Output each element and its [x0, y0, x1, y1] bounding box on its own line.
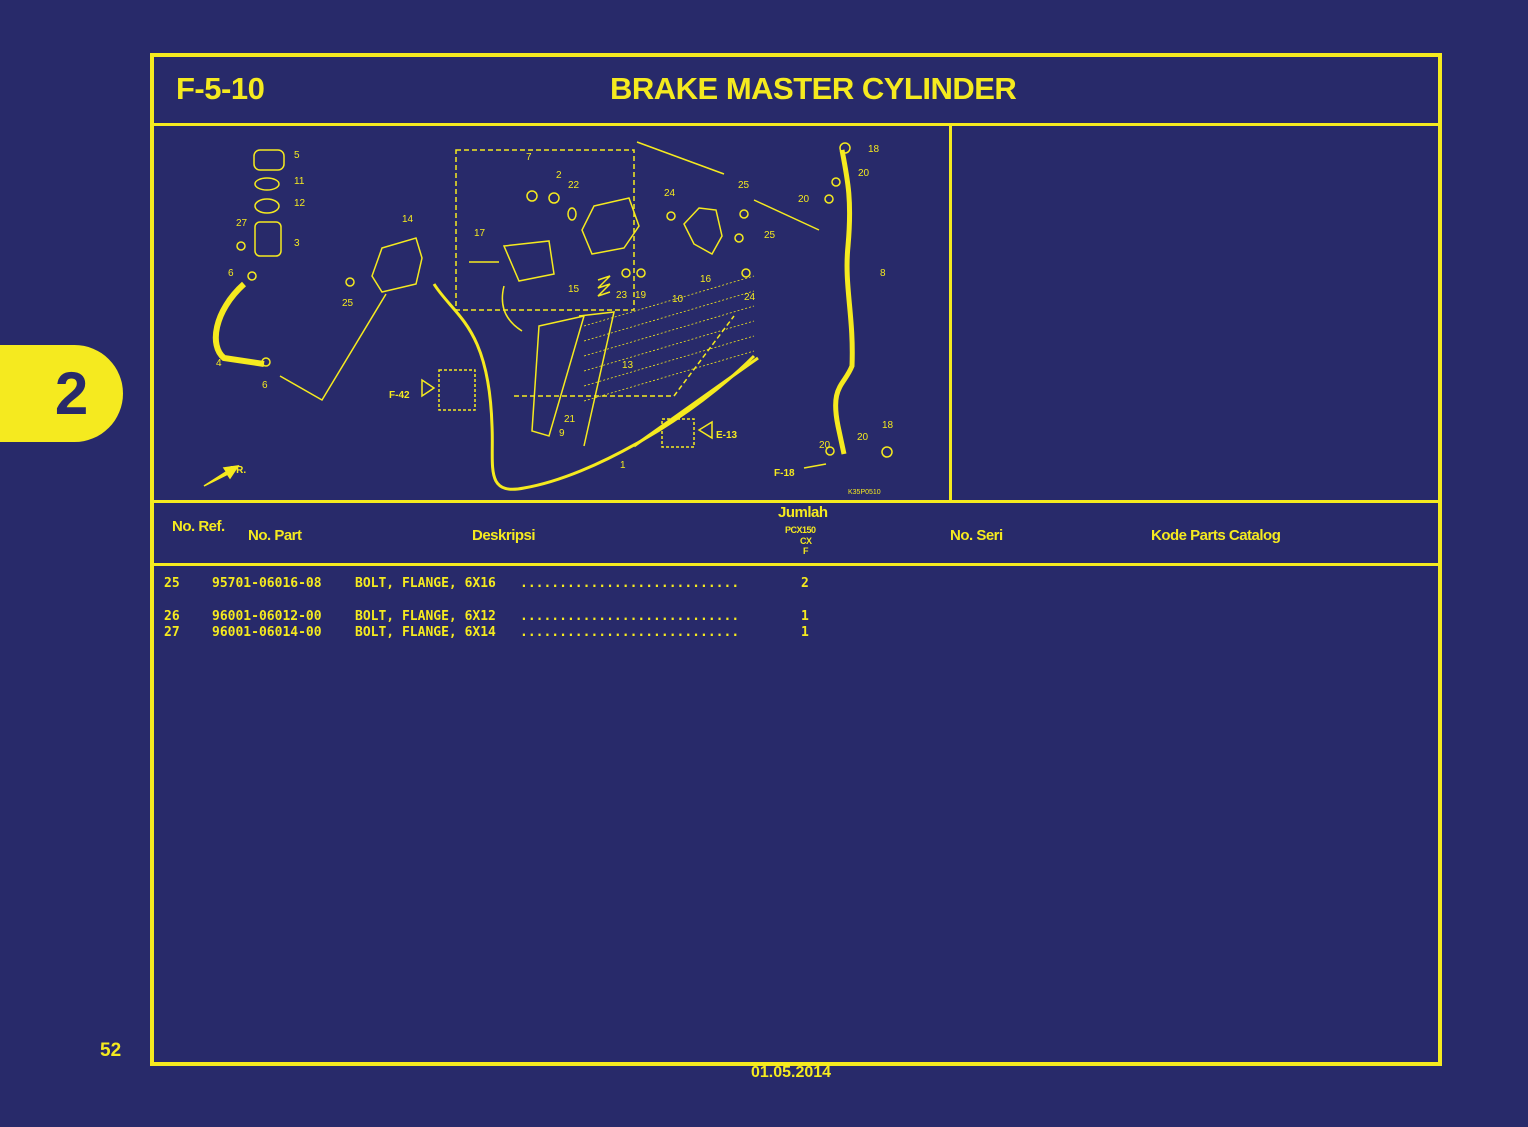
- part-callout-label: 14: [402, 214, 414, 225]
- bracket-part: [683, 207, 723, 256]
- row-description: BOLT, FLANGE, 6X16: [355, 576, 496, 591]
- part-callout-label: 21: [564, 414, 576, 425]
- diagram-bottom-divider: [154, 500, 1438, 503]
- brake-hose-part: [833, 149, 855, 455]
- header-part: No. Part: [248, 527, 302, 544]
- part-callout-label: 27: [236, 218, 248, 229]
- row-description: BOLT, FLANGE, 6X14: [355, 625, 496, 640]
- section-tab: 2: [0, 345, 123, 442]
- reservoir-hose-part: [212, 281, 265, 367]
- publish-date: 01.05.2014: [751, 1064, 832, 1081]
- diagram-divider: [949, 123, 952, 503]
- brake-cable-part: [432, 283, 756, 491]
- piston-part: [531, 314, 586, 437]
- header-serial: No. Seri: [950, 527, 1003, 544]
- part-callout-label: 20: [798, 194, 810, 205]
- part-callout-label: 11: [294, 176, 305, 187]
- row-part-number: 96001-06014-00: [212, 625, 322, 640]
- row-leader-dots: ............................: [520, 576, 740, 591]
- row-quantity: 1: [801, 625, 809, 640]
- part-callout-label: 16: [700, 274, 712, 285]
- header-quantity-sub1: CX: [800, 536, 812, 546]
- dashed-group: [455, 149, 635, 311]
- master-cylinder-part: [581, 197, 640, 255]
- ref-f42: F-42: [389, 390, 410, 401]
- row-quantity: 2: [801, 576, 809, 591]
- exploded-parts-diagram: 5111227364625141772222425201820251624152…: [203, 141, 894, 496]
- part-callout-label: 24: [744, 292, 756, 303]
- diaphragm-part: [254, 177, 280, 191]
- part-callout-label: 20: [858, 168, 870, 179]
- small-bolt-part: [236, 241, 246, 251]
- part-callout-label: 5: [294, 150, 300, 161]
- part-callout-label: 20: [819, 440, 831, 451]
- part-callout-label: 25: [764, 230, 776, 241]
- part-callout-label: 20: [857, 432, 869, 443]
- part-callout-label: 19: [635, 290, 647, 301]
- row-quantity: 1: [801, 609, 809, 624]
- part-callout-label: 2: [556, 170, 562, 181]
- header-quantity: Jumlah: [778, 504, 828, 521]
- part-callout-label: 25: [342, 298, 354, 309]
- ref-e13: E-13: [716, 430, 738, 441]
- header-catalog: Kode Parts Catalog: [1151, 527, 1281, 544]
- header-quantity-model: PCX150: [785, 525, 816, 535]
- part-callout-label: 13: [622, 360, 634, 371]
- diagram-image-code: K35P0510: [848, 489, 881, 496]
- part-callout-label: 7: [526, 152, 532, 163]
- row-leader-dots: ............................: [520, 625, 740, 640]
- reservoir-cap-part: [253, 149, 285, 171]
- section-code: F-5-10: [176, 71, 265, 106]
- header-divider: [154, 123, 1438, 126]
- header-description: Deskripsi: [472, 527, 536, 544]
- part-callout-label: 6: [262, 380, 268, 391]
- lever-bracket-part: [502, 240, 555, 282]
- page-title: BRAKE MASTER CYLINDER: [610, 71, 1017, 106]
- part-callout-label: 12: [294, 198, 306, 209]
- part-callout-label: 18: [882, 420, 894, 431]
- section-tab-number: 2: [54, 360, 89, 427]
- part-callout-label: 6: [228, 268, 234, 279]
- cover-part: [371, 237, 423, 293]
- row-ref: 27: [164, 625, 180, 640]
- row-description: BOLT, FLANGE, 6X12: [355, 609, 496, 624]
- part-callout-label: 15: [568, 284, 580, 295]
- front-direction-label: FR.: [230, 465, 246, 476]
- row-part-number: 96001-06012-00: [212, 609, 322, 624]
- ref-f18: F-18: [774, 468, 795, 479]
- header-quantity-sub2: F: [803, 546, 809, 556]
- part-callout-label: 1: [620, 460, 626, 471]
- part-callout-label: 24: [664, 188, 676, 199]
- spring-part: [597, 275, 611, 297]
- reservoir-part: [254, 221, 282, 257]
- row-leader-dots: ............................: [520, 609, 740, 624]
- part-callout-label: 22: [568, 180, 580, 191]
- part-callout-label: 9: [559, 428, 565, 439]
- plate-part: [254, 198, 280, 214]
- header-ref: No. Ref.: [172, 518, 225, 535]
- part-callout-label: 25: [738, 180, 750, 191]
- row-ref: 25: [164, 576, 180, 591]
- leader-line: [279, 293, 387, 402]
- part-callout-label: 18: [868, 144, 880, 155]
- row-part-number: 95701-06016-08: [212, 576, 322, 591]
- part-callout-label: 3: [294, 238, 300, 249]
- part-callout-label: 10: [672, 294, 684, 305]
- part-callout-label: 23: [616, 290, 628, 301]
- part-callout-label: 4: [216, 358, 222, 369]
- catalog-frame: F-5-10 BRAKE MASTER CYLINDER: [150, 53, 1442, 1066]
- page-number: 52: [100, 1040, 122, 1061]
- row-ref: 26: [164, 609, 180, 624]
- part-callout-label: 8: [880, 268, 886, 279]
- table-header-divider: [154, 563, 1438, 566]
- part-callout-label: 17: [474, 228, 486, 239]
